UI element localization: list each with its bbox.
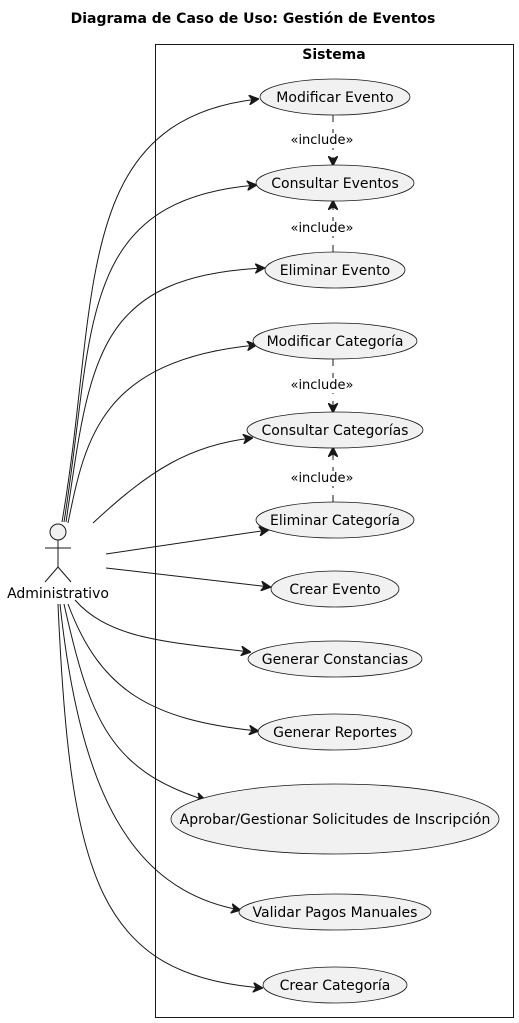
use-case-label: Generar Constancias: [262, 652, 408, 668]
use-case-label: Consultar Eventos: [271, 176, 399, 192]
association-crear-categoria: [57, 603, 262, 988]
system-boundary-title: Sistema: [302, 47, 365, 63]
include-dependencies: «include» «include» «include» «include»: [288, 115, 356, 502]
use-case-ellipse: [247, 640, 423, 678]
use-case-crear-categoria[interactable]: Crear Categoría: [262, 966, 408, 1004]
association-consultar-eventos: [63, 185, 256, 523]
include-label-bg: [288, 378, 356, 393]
include-label-bg: [288, 221, 356, 236]
system-boundary-box: [155, 44, 514, 1018]
association-validar-pagos: [59, 603, 240, 910]
use-case-consultar-eventos[interactable]: Consultar Eventos: [255, 164, 415, 202]
use-case-ellipse: [238, 893, 432, 931]
use-case-ellipse: [255, 164, 415, 202]
include-label: «include»: [290, 133, 353, 148]
association-modificar-categoria: [67, 345, 256, 524]
use-case-label: Modificar Evento: [276, 90, 393, 106]
use-case-consultar-categorias[interactable]: Consultar Categorías: [246, 411, 424, 449]
use-case-modificar-evento[interactable]: Modificar Evento: [259, 78, 411, 116]
use-case-eliminar-evento[interactable]: Eliminar Evento: [264, 251, 406, 289]
use-case-label: Eliminar Evento: [280, 263, 390, 279]
include-label: «include»: [290, 471, 353, 486]
use-case-ellipse: [255, 501, 415, 539]
include-label-bg: [288, 471, 356, 486]
use-case-ellipse: [264, 251, 406, 289]
use-case-generar-constancias[interactable]: Generar Constancias: [247, 640, 423, 678]
use-case-ellipse: [257, 713, 413, 751]
use-case-label: Eliminar Categoría: [270, 513, 400, 529]
actor-left-leg: [44, 566, 59, 583]
use-case-label: Consultar Categorías: [262, 423, 409, 439]
association-eliminar-categoria: [105, 530, 268, 555]
actor-administrativo[interactable]: Administrativo: [7, 523, 109, 602]
diagram-title: Diagrama de Caso de Uso: Gestión de Even…: [71, 11, 436, 27]
use-case-crear-evento[interactable]: Crear Evento: [270, 570, 400, 608]
include-label: «include»: [290, 221, 353, 236]
actor-head: [49, 523, 67, 541]
use-case-label: Generar Reportes: [273, 725, 397, 741]
use-case-ellipse: [246, 411, 424, 449]
use-case-ellipse: [270, 570, 400, 608]
use-case-label: Modificar Categoría: [267, 334, 404, 350]
use-case-label: Crear Evento: [289, 582, 380, 598]
use-case-validar-pagos[interactable]: Validar Pagos Manuales: [238, 893, 432, 931]
use-case-label: Crear Categoría: [280, 978, 391, 994]
association-consultar-categorias: [92, 438, 252, 524]
use-case-aprobar-solicitudes[interactable]: Aprobar/Gestionar Solicitudes de Inscrip…: [170, 783, 500, 855]
use-case-ellipse: [252, 322, 418, 360]
association-generar-constancias: [74, 599, 250, 652]
association-aprobar-solicitudes: [63, 603, 205, 800]
use-case-label: Aprobar/Gestionar Solicitudes de Inscrip…: [180, 812, 491, 828]
use-case-ellipse: [262, 966, 408, 1004]
use-case-eliminar-categoria[interactable]: Eliminar Categoría: [255, 501, 415, 539]
actor-label: Administrativo: [7, 586, 109, 602]
association-eliminar-evento: [65, 268, 264, 523]
use-case-ellipse: [170, 783, 500, 855]
association-crear-evento: [105, 567, 270, 587]
include-label: «include»: [290, 378, 353, 393]
association-modificar-evento: [61, 99, 258, 523]
use-case-label: Validar Pagos Manuales: [253, 905, 418, 921]
use-case-ellipse: [259, 78, 411, 116]
association-lines: [57, 99, 270, 988]
include-label-bg: [288, 133, 356, 148]
association-generar-reportes: [67, 603, 258, 731]
use-case-modificar-categoria[interactable]: Modificar Categoría: [252, 322, 418, 360]
use-case-generar-reportes[interactable]: Generar Reportes: [257, 713, 413, 751]
actor-right-leg: [57, 566, 72, 583]
system-boundary: Sistema: [155, 44, 514, 1018]
